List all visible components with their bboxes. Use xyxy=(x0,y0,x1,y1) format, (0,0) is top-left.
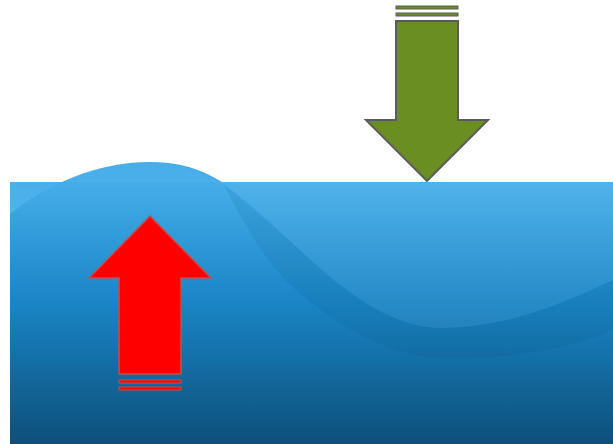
down-arrow-band-1 xyxy=(395,5,459,10)
down-arrow-band-2 xyxy=(395,12,459,17)
wave-trough-shadow xyxy=(222,182,613,359)
water-body xyxy=(10,182,613,444)
wave-crest xyxy=(10,162,222,214)
up-arrow-band-2 xyxy=(118,386,182,391)
up-arrow-body xyxy=(87,214,213,375)
wave-trough xyxy=(10,162,613,328)
down-arrow-body xyxy=(363,20,491,183)
up-arrow-red xyxy=(87,214,213,391)
down-arrow-green xyxy=(363,5,491,183)
up-arrow-band-1 xyxy=(118,379,182,384)
